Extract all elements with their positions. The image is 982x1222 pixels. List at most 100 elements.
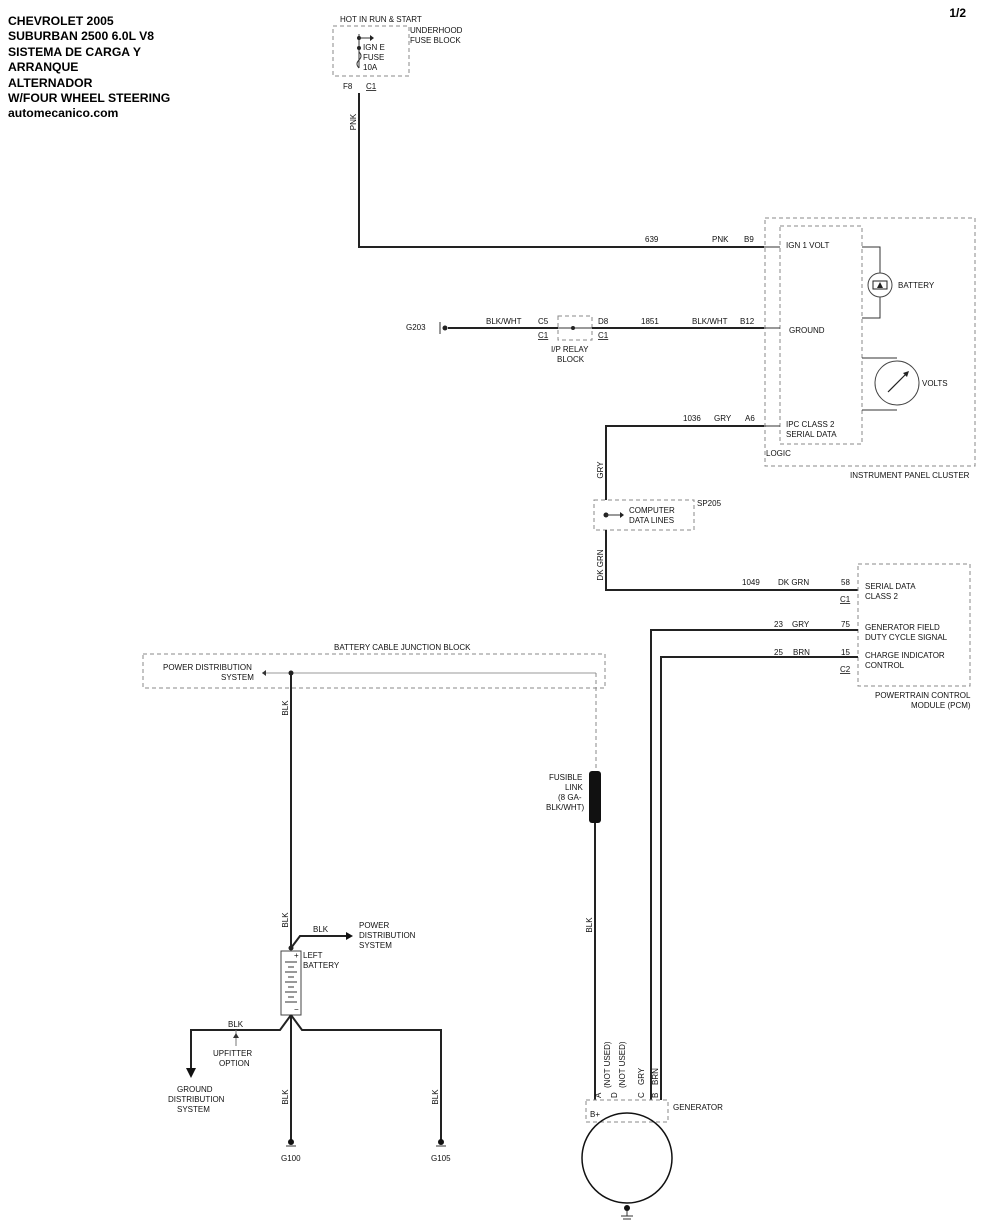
generator-name: GENERATOR <box>673 1103 723 1112</box>
gauge-needle-head <box>903 371 909 377</box>
wire-battery-out <box>290 935 346 949</box>
splice-arrow-head <box>620 512 624 518</box>
battery-indicator-lamp <box>867 272 893 298</box>
pcm-field-label: DUTY CYCLE SIGNAL <box>865 633 948 642</box>
title-line: SISTEMA DE CARGA Y <box>8 44 141 59</box>
generator-b-plus: B+ <box>590 1110 600 1119</box>
wire-color-label: BLK <box>228 1020 244 1029</box>
wire-color-label: BLK <box>281 700 290 716</box>
page-number: 1/2 <box>949 6 966 20</box>
junction-block-outline <box>142 653 606 689</box>
ground-label: G105 <box>431 1154 451 1163</box>
wire-color-label: BLK <box>281 912 290 928</box>
fuse-block-name: FUSE BLOCK <box>410 36 461 45</box>
pin-label: 58 <box>841 578 850 587</box>
wire-color-label: BLK <box>313 925 329 934</box>
fusible-link-label: BLK/WHT) <box>546 803 585 812</box>
generator-pin-b: B <box>651 1093 660 1098</box>
diagram-title: CHEVROLET 2005 SUBURBAN 2500 6.0L V8 SIS… <box>8 14 170 122</box>
pcm-serial-label: CLASS 2 <box>865 592 898 601</box>
fuse-block-outline <box>332 25 410 77</box>
indicator-lead <box>862 246 881 273</box>
battery-indicator-label: BATTERY <box>898 281 935 290</box>
volts-gauge <box>874 360 920 406</box>
bus-arrow-head <box>370 35 374 41</box>
generator-pin-a: A <box>594 1092 603 1098</box>
pds-label: POWER DISTRIBUTION <box>163 663 252 672</box>
title-line: ARRANQUE <box>8 60 79 75</box>
wire-color-label: BLK <box>431 1089 440 1105</box>
arrow-icon <box>346 932 353 940</box>
pds-label: SYSTEM <box>221 673 254 682</box>
fuse-connector: C1 <box>366 82 377 91</box>
ipc-logic-box <box>779 225 863 445</box>
ground-g100-dot <box>288 1139 294 1145</box>
left-battery: BLK POWER DISTRIBUTION SYSTEM + − LEFT B… <box>280 921 416 1016</box>
battery-minus: − <box>294 1005 299 1014</box>
fuse-dot <box>357 46 361 50</box>
relay-dot <box>571 326 575 330</box>
upfitter-label: UPFITTER <box>213 1049 252 1058</box>
pin-label: C5 <box>538 317 549 326</box>
splice-sp205: COMPUTER DATA LINES SP205 <box>593 499 722 531</box>
fuse-name: IGN E <box>363 43 385 52</box>
wire-color-label: BLK <box>281 1089 290 1105</box>
fusible-link-body <box>589 771 601 823</box>
title-line: CHEVROLET 2005 <box>8 14 114 28</box>
ipc-serial-label: IPC CLASS 2 <box>786 420 835 429</box>
fuse-icon <box>356 51 362 69</box>
wire-color-label: BLK <box>585 917 594 933</box>
title-line: W/FOUR WHEEL STEERING <box>8 91 171 106</box>
wire-color-label: GRY <box>714 414 732 423</box>
wire-color-label: PNK <box>712 235 729 244</box>
title-line: SUBURBAN 2500 6.0L V8 <box>8 29 155 44</box>
fuse-rating: 10A <box>363 63 378 72</box>
wire-639-pnk <box>358 93 764 248</box>
circuit-number: 1851 <box>641 317 659 326</box>
upfitter-arrow <box>233 1033 239 1038</box>
pin-label: 75 <box>841 620 850 629</box>
pin-label: 15 <box>841 648 850 657</box>
wire-color-label: GRY <box>596 461 605 479</box>
battery-name: BATTERY <box>303 961 340 970</box>
battery-plus: + <box>294 951 299 960</box>
generator-connector <box>585 1099 669 1123</box>
circuit-number: 639 <box>645 235 659 244</box>
wire-g105-blk <box>290 1014 442 1140</box>
pin-label: B9 <box>744 235 754 244</box>
fusible-link: FUSIBLE LINK (8 GA- BLK/WHT) <box>546 771 601 823</box>
title-line: automecanico.com <box>8 106 119 121</box>
pcm-outline <box>857 563 971 687</box>
arrow-icon <box>186 1068 196 1078</box>
upfitter-label: OPTION <box>219 1059 250 1068</box>
wire-color-label: DK GRN <box>596 549 605 580</box>
ipc-outline <box>764 217 976 467</box>
pin-label: D8 <box>598 317 609 326</box>
wire-1049-dkgrn <box>605 530 858 591</box>
battery-cable-junction-block: BATTERY CABLE JUNCTION BLOCK POWER DISTR… <box>142 643 606 770</box>
pds-label: POWER <box>359 921 389 930</box>
generator-body <box>581 1112 673 1204</box>
wire-color-label: GRY <box>792 620 810 629</box>
underhood-fuse-block: HOT IN RUN & START UNDERHOOD FUSE BLOCK … <box>332 15 463 91</box>
connector-label: C1 <box>538 331 549 340</box>
pin-label: A6 <box>745 414 755 423</box>
gds-label: GROUND <box>177 1085 213 1094</box>
indicator-lead <box>862 297 881 319</box>
wire-color-label: DK GRN <box>778 578 809 587</box>
generator-ground-dot <box>624 1205 630 1211</box>
hot-in-run-label: HOT IN RUN & START <box>340 15 422 24</box>
ground-g105-dot <box>438 1139 444 1145</box>
ground-dot <box>442 325 448 331</box>
battery-name: LEFT <box>303 951 323 960</box>
circuit-number: 1036 <box>683 414 701 423</box>
splice-name: SP205 <box>697 499 722 508</box>
ipc-logic-label: LOGIC <box>766 449 791 458</box>
junction-block-name: BATTERY CABLE JUNCTION BLOCK <box>334 643 471 652</box>
ipc-serial-label: SERIAL DATA <box>786 430 837 439</box>
ipc-ground-label: GROUND <box>789 326 825 335</box>
connector-label: C1 <box>598 331 609 340</box>
ground-g203: G203 <box>406 322 448 334</box>
generator-pin-c: C <box>637 1092 646 1098</box>
